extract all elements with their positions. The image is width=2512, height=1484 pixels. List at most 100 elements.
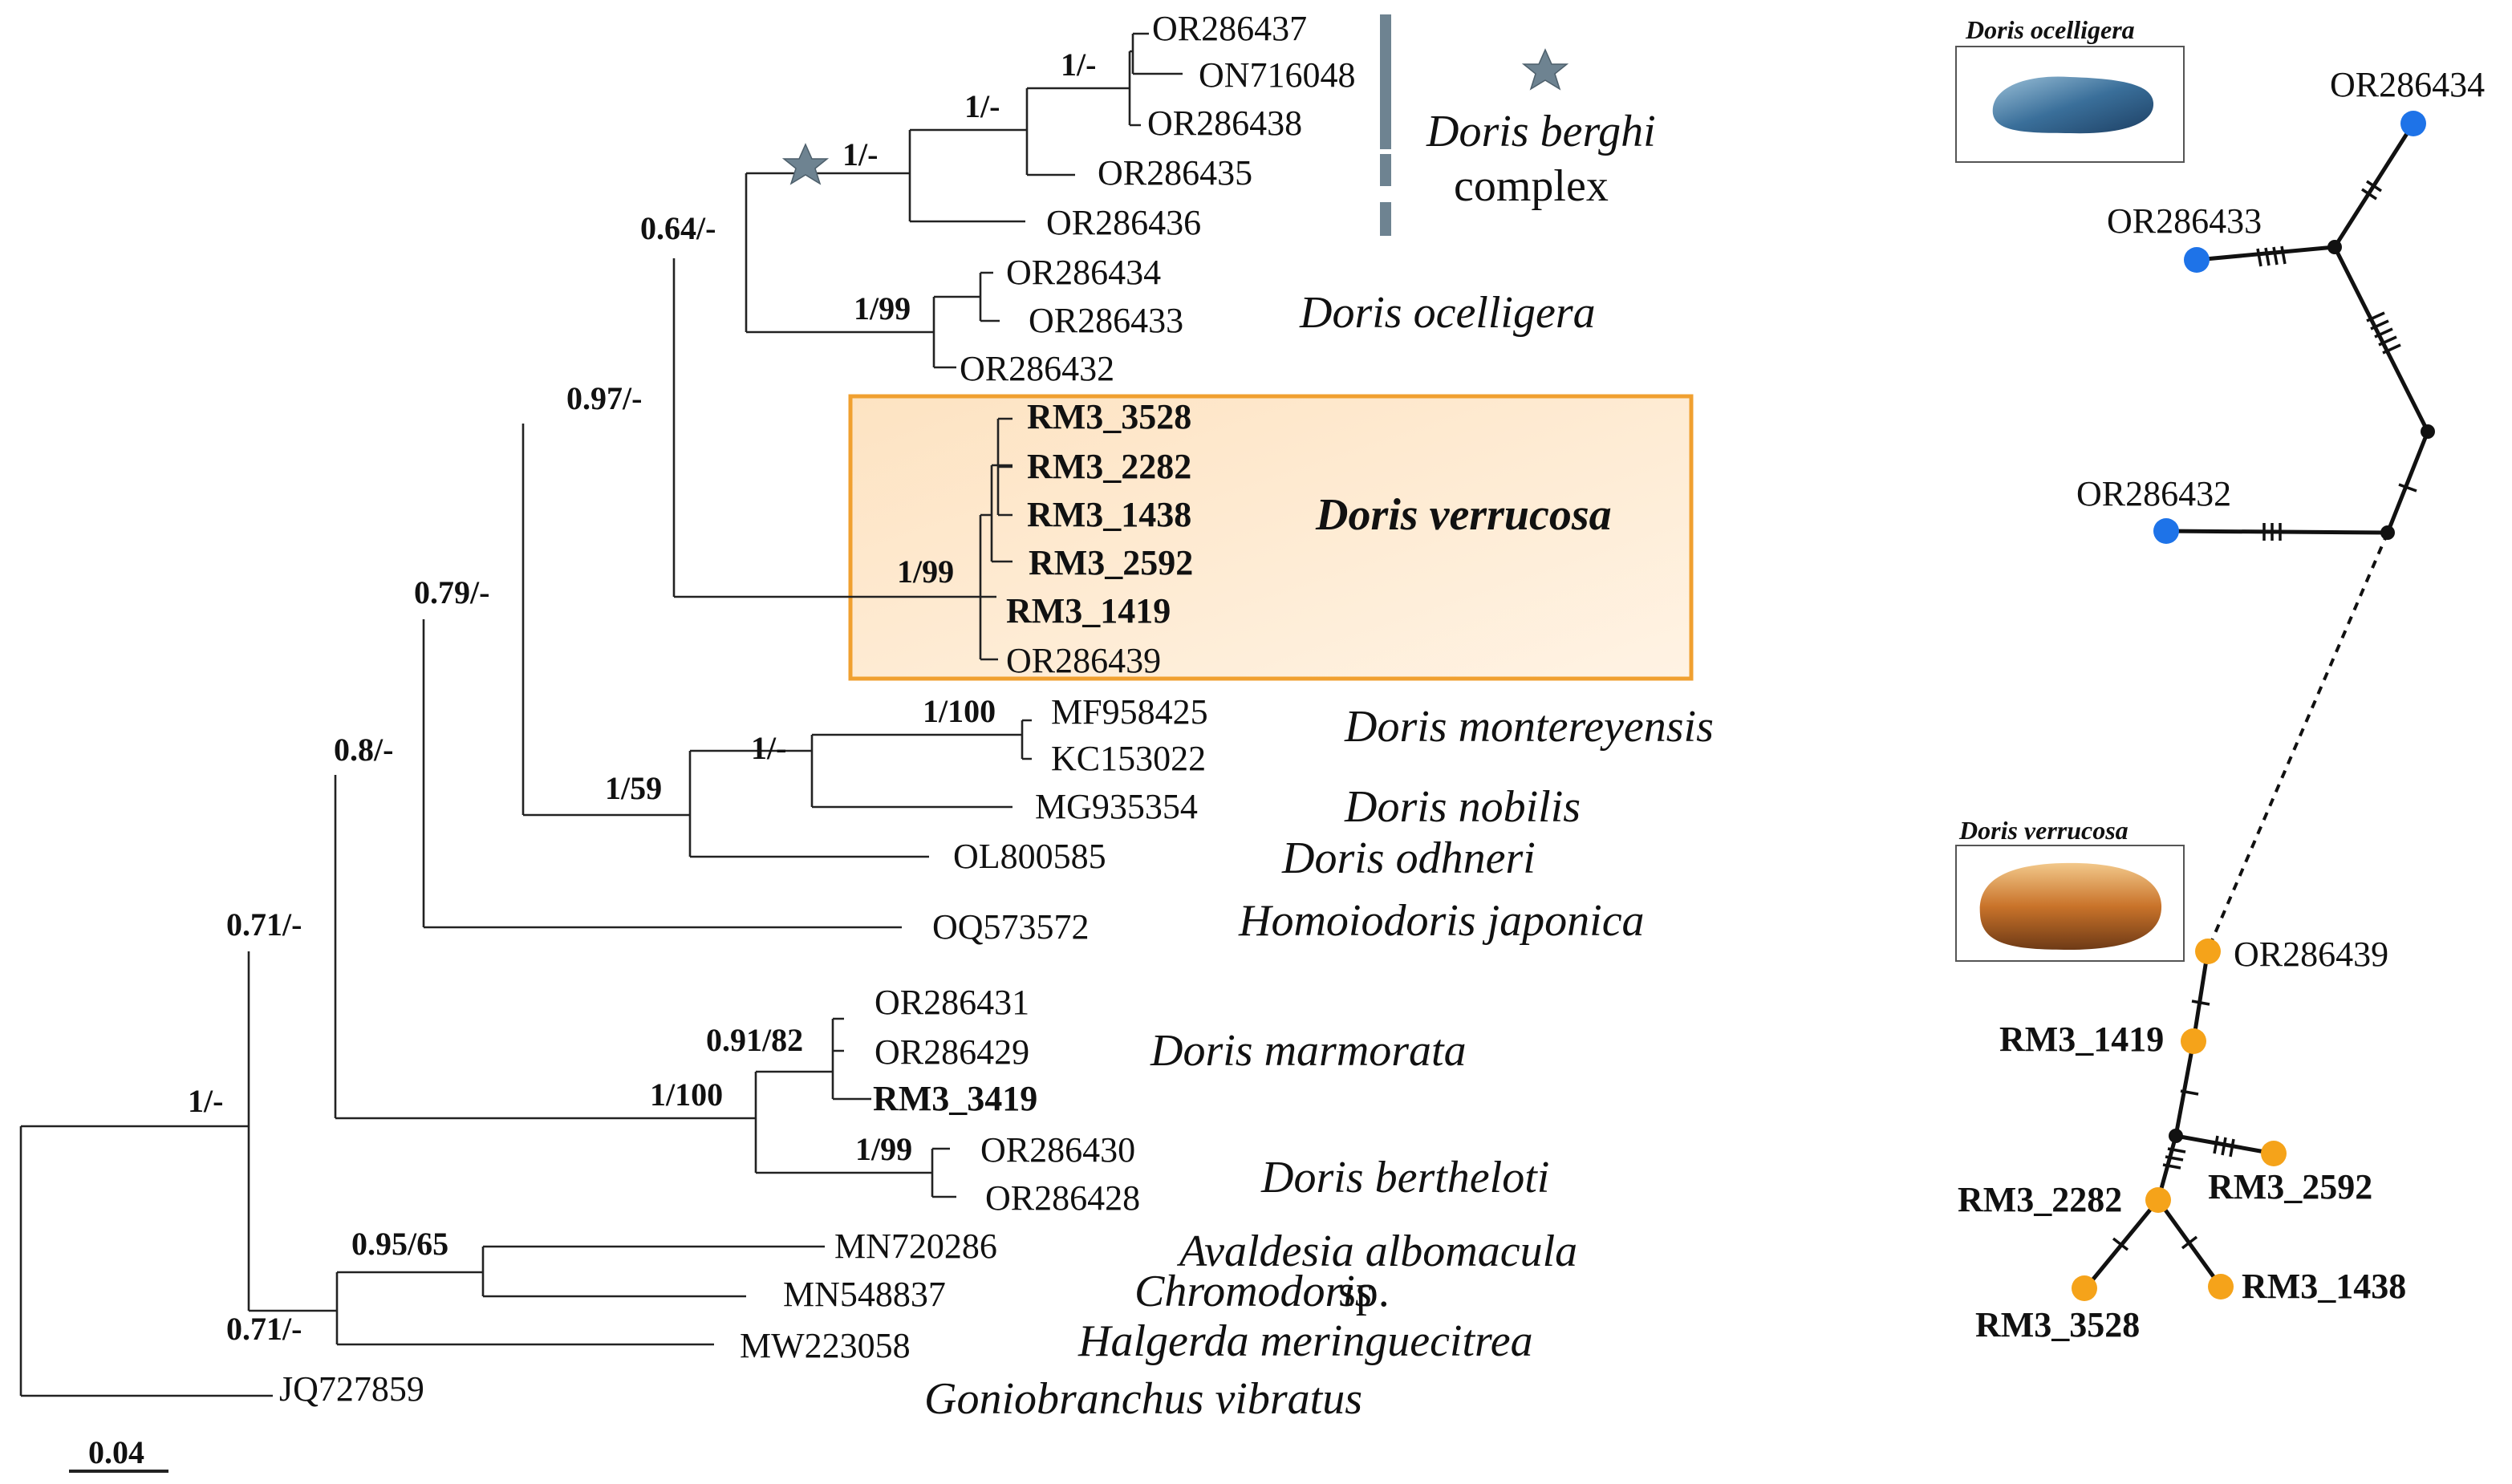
tip-label: OL800585 bbox=[953, 837, 1106, 876]
median-vector-node bbox=[2380, 525, 2395, 540]
tip-label: OR286428 bbox=[985, 1178, 1140, 1218]
tip-label: MN548837 bbox=[783, 1275, 946, 1314]
star-icon bbox=[781, 143, 830, 185]
haplotype-label: RM3_1438 bbox=[2242, 1267, 2406, 1306]
tip-label: OR286434 bbox=[1006, 253, 1161, 292]
support-value: 1/- bbox=[188, 1083, 223, 1119]
tip-label: OR286437 bbox=[1152, 9, 1307, 48]
species-label: Chromodoris bbox=[1134, 1267, 1373, 1316]
tip-label: MG935354 bbox=[1035, 787, 1198, 826]
tip-label: OR286436 bbox=[1046, 203, 1201, 242]
scale-bar: 0.04 bbox=[69, 1434, 168, 1473]
haplotype-node bbox=[2208, 1274, 2234, 1300]
tip-label: OR286429 bbox=[875, 1032, 1029, 1072]
species-label: Doris marmorata bbox=[1150, 1026, 1467, 1076]
berghi-markers bbox=[781, 14, 1569, 236]
haplotype-node bbox=[2181, 1028, 2206, 1054]
tip-label: ON716048 bbox=[1199, 55, 1356, 95]
support-value: 1/- bbox=[1061, 47, 1096, 83]
support-value: 1/- bbox=[842, 136, 878, 172]
tip-label: RM3_3528 bbox=[1027, 397, 1191, 436]
support-value: 0.79/- bbox=[414, 574, 489, 610]
tip-label: MF958425 bbox=[1051, 692, 1208, 732]
haplotype-network: Doris ocelligera Doris verrucosa bbox=[1955, 15, 2485, 1344]
tip-label: MW223058 bbox=[740, 1326, 911, 1365]
tip-label: RM3_2282 bbox=[1027, 447, 1191, 486]
species-label: Doris berghi bbox=[1426, 107, 1656, 156]
tip-label: RM3_2592 bbox=[1029, 543, 1193, 582]
clade-bar bbox=[1380, 14, 1391, 149]
support-value: 1/99 bbox=[854, 290, 911, 326]
verrucosa-highlight-box bbox=[848, 394, 1694, 681]
haplotype-label: OR286439 bbox=[2234, 935, 2388, 974]
support-value: 1/99 bbox=[855, 1131, 912, 1167]
tree-branches bbox=[19, 32, 1183, 1397]
tip-label: MN720286 bbox=[834, 1227, 997, 1266]
tip-label: KC153022 bbox=[1051, 739, 1206, 778]
tip-labels: OR286437 ON716048 OR286438 OR286435 OR28… bbox=[279, 9, 1356, 1409]
support-value: 1/59 bbox=[605, 770, 662, 806]
support-value: 1/- bbox=[751, 730, 786, 766]
scale-bar-label: 0.04 bbox=[88, 1434, 144, 1470]
species-label: Goniobranchus vibratus bbox=[924, 1374, 1362, 1424]
support-value: 1/- bbox=[964, 88, 1000, 124]
median-vector-node bbox=[2169, 1129, 2183, 1143]
slug-photo-icon bbox=[1992, 76, 2154, 134]
tip-label: OR286438 bbox=[1147, 103, 1302, 143]
tip-label: OR286435 bbox=[1098, 153, 1252, 193]
support-value: 0.64/- bbox=[640, 210, 716, 246]
support-value: 0.97/- bbox=[566, 380, 642, 416]
species-label: Homoiodoris japonica bbox=[1238, 896, 1645, 946]
support-value: 1/99 bbox=[897, 553, 954, 590]
haplotype-node bbox=[2145, 1187, 2171, 1213]
clade-bar bbox=[1380, 154, 1391, 186]
tip-label: OQ573572 bbox=[932, 907, 1090, 947]
tip-label: RM3_1419 bbox=[1006, 591, 1171, 630]
haplotype-label: OR286434 bbox=[2330, 65, 2485, 104]
tip-label: OR286431 bbox=[875, 983, 1029, 1022]
tip-label: RM3_3419 bbox=[873, 1079, 1037, 1118]
haplotype-label: RM3_3528 bbox=[1975, 1305, 2140, 1344]
tip-label: OR286432 bbox=[960, 349, 1114, 388]
species-label: Doris nobilis bbox=[1344, 782, 1581, 832]
haplotype-label: OR286432 bbox=[2076, 474, 2231, 513]
species-labels: Doris berghi complex Doris ocelligera Do… bbox=[924, 107, 1714, 1424]
tip-label: OR286433 bbox=[1029, 301, 1183, 340]
support-values: 1/- 1/- 1/- 0.64/- 1/99 0.97/- 1/99 0.79… bbox=[188, 47, 1096, 1347]
support-value: 0.95/65 bbox=[351, 1226, 448, 1262]
species-label: Doris ocelligera bbox=[1299, 288, 1596, 338]
support-value: 0.91/82 bbox=[706, 1022, 803, 1058]
species-label: Doris odhneri bbox=[1281, 833, 1536, 883]
species-label: sp. bbox=[1338, 1267, 1390, 1316]
species-label: complex bbox=[1454, 161, 1609, 211]
median-vector-node bbox=[2327, 240, 2342, 254]
species-label: Doris bertheloti bbox=[1260, 1153, 1549, 1202]
tip-label: JQ727859 bbox=[279, 1369, 424, 1409]
species-label: Halgerda meringuecitrea bbox=[1077, 1316, 1533, 1366]
support-value: 1/100 bbox=[923, 693, 996, 729]
tip-label: OR286430 bbox=[980, 1130, 1135, 1170]
support-value: 1/100 bbox=[650, 1077, 723, 1113]
haplotype-node bbox=[2184, 247, 2210, 273]
haplotype-node bbox=[2400, 111, 2426, 136]
slug-photo-icon bbox=[1979, 862, 2162, 950]
photo-caption: Doris verrucosa bbox=[1958, 816, 2129, 845]
tip-label: RM3_1438 bbox=[1027, 495, 1191, 534]
support-value: 0.71/- bbox=[226, 906, 302, 943]
haplotype-label: RM3_2282 bbox=[1958, 1180, 2122, 1219]
support-value: 0.8/- bbox=[334, 732, 393, 768]
haplotype-node bbox=[2195, 939, 2221, 964]
haplotype-node bbox=[2261, 1141, 2287, 1166]
haplotype-node bbox=[2072, 1275, 2097, 1301]
haplotype-node bbox=[2153, 518, 2179, 544]
haplotype-label: RM3_1419 bbox=[1999, 1020, 2164, 1059]
clade-bar bbox=[1380, 202, 1391, 236]
tip-label: OR286439 bbox=[1006, 641, 1161, 680]
support-value: 0.71/- bbox=[226, 1311, 302, 1347]
species-label: Doris montereyensis bbox=[1344, 702, 1714, 752]
star-icon bbox=[1521, 48, 1569, 91]
haplotype-label: OR286433 bbox=[2107, 201, 2262, 241]
species-label: Doris verrucosa bbox=[1315, 490, 1612, 540]
haplotype-label: RM3_2592 bbox=[2208, 1167, 2372, 1206]
